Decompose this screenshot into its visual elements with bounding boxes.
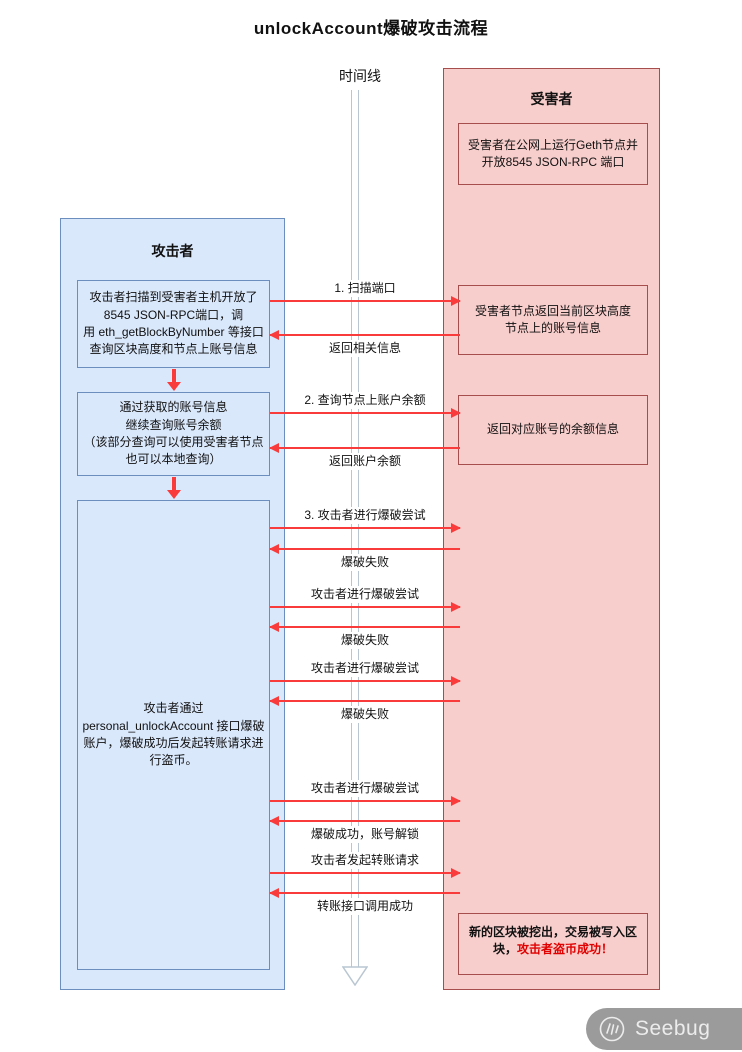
message-label: 爆破失败 [336,706,393,723]
message-brute-fail-1: 爆破失败 [269,544,460,571]
message-return-info: 返回相关信息 [269,330,460,357]
arrow-left-icon [269,816,460,826]
arrow-left-icon [269,888,460,898]
arrow-down-icon [167,369,181,391]
message-label: 爆破失败 [336,554,393,571]
message-label: 返回账户余额 [324,453,405,470]
diagram-title: unlockAccount爆破攻击流程 [253,19,489,38]
arrow-right-icon [270,407,461,418]
victim-intro-box: 受害者在公网上运行Geth节点并 开放8545 JSON-RPC 端口 [458,123,648,185]
message-transfer-request: 攻击者发起转账请求 [270,852,461,878]
arrow-down-icon [167,477,181,499]
arrow-left-icon [269,544,460,554]
message-return-balance: 返回账户余额 [269,443,460,470]
attacker-step-1: 攻击者扫描到受害者主机开放了 8545 JSON-RPC端口，调 用 eth_g… [77,280,270,368]
arrow-left-icon [269,622,460,632]
arrow-right-icon [270,675,461,686]
message-label: 返回相关信息 [324,340,405,357]
seebug-wordmark: Seebug [635,1017,711,1040]
attacker-step-2: 通过获取的账号信息 继续查询账号余额 （该部分查询可以使用受害者节点 也可以本地… [77,392,270,476]
arrow-left-icon [269,330,460,340]
arrow-left-icon [269,443,460,453]
message-brute-success: 爆破成功，账号解锁 [269,816,460,843]
victim-lane-title: 受害者 [530,91,573,107]
arrow-right-icon [270,795,461,806]
message-brute-fail-2: 爆破失败 [269,622,460,649]
timeline-arrow [351,90,359,968]
message-label: 攻击者进行爆破尝试 [306,586,423,603]
timeline-arrowhead-icon [341,966,369,991]
message-scan-port: 1. 扫描端口 [270,280,461,306]
attacker-step-3: 攻击者通过 personal_unlockAccount 接口爆破 账户，爆破成… [77,500,270,970]
message-label: 爆破成功，账号解锁 [306,826,423,843]
seebug-logo: Seebug [586,1008,742,1050]
message-brute-try-2: 攻击者进行爆破尝试 [270,586,461,612]
attacker-lane-title: 攻击者 [151,243,194,259]
message-brute-try-4: 攻击者进行爆破尝试 [270,780,461,806]
message-brute-try-1: 3. 攻击者进行爆破尝试 [270,507,461,533]
message-query-balance: 2. 查询节点上账户余额 [270,392,461,418]
message-label: 转账接口调用成功 [312,898,417,915]
victim-response-box-1: 受害者节点返回当前区块高度 节点上的账号信息 [458,285,648,355]
message-brute-try-3: 攻击者进行爆破尝试 [270,660,461,686]
message-transfer-success: 转账接口调用成功 [269,888,460,915]
victim-response-box-2: 返回对应账号的余额信息 [458,395,648,465]
victim-lane: 受害者 [443,68,660,990]
seebug-claw-icon [598,1015,626,1043]
arrow-right-icon [270,295,461,306]
arrow-right-icon [270,522,461,533]
message-brute-fail-3: 爆破失败 [269,696,460,723]
arrow-right-icon [270,867,461,878]
message-label: 爆破失败 [336,632,393,649]
message-label: 攻击者进行爆破尝试 [306,660,423,677]
message-label: 攻击者发起转账请求 [306,852,423,869]
victim-final-box: 新的区块被挖出，交易被写入区 块，攻击者盗币成功！ [458,913,648,975]
timeline-label: 时间线 [339,68,381,84]
message-label: 1. 扫描端口 [330,280,400,297]
arrow-left-icon [269,696,460,706]
message-label: 3. 攻击者进行爆破尝试 [300,507,430,524]
message-label: 2. 查询节点上账户余额 [300,392,430,409]
victim-final-text: 新的区块被挖出，交易被写入区 块， [468,925,637,957]
arrow-right-icon [270,601,461,612]
message-label: 攻击者进行爆破尝试 [306,780,423,797]
victim-final-highlight: 攻击者盗币成功！ [517,942,614,957]
